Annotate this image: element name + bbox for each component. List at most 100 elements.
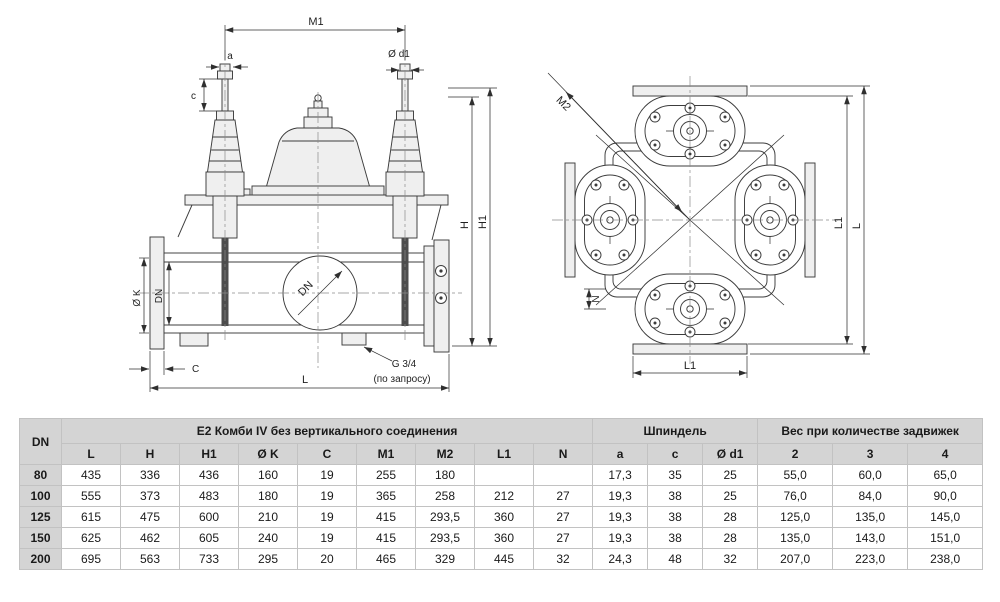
- table-cell: 27: [532, 485, 594, 507]
- table-cell: 48: [647, 548, 704, 570]
- table-cell: 32: [702, 548, 759, 570]
- table-cell: 17,3: [592, 464, 649, 486]
- col-header: C: [297, 443, 357, 465]
- dim-label-c-bottom: C: [192, 364, 199, 375]
- table-cell: 415: [356, 506, 416, 528]
- table-cell: 60,0: [832, 464, 909, 486]
- table-cell: 35: [647, 464, 704, 486]
- table-cell: 25: [702, 464, 759, 486]
- table-cell: 210: [238, 506, 298, 528]
- table-cell: 135,0: [832, 506, 909, 528]
- dim-label-ok: Ø K: [132, 289, 143, 307]
- table-cell: 19: [297, 527, 357, 549]
- table-cell: 28: [702, 527, 759, 549]
- dim-label-h: H: [459, 221, 471, 229]
- table-cell: 19,3: [592, 485, 649, 507]
- col-header: M2: [415, 443, 475, 465]
- table-cell: 19: [297, 464, 357, 486]
- table-cell: 143,0: [832, 527, 909, 549]
- table-cell: 38: [647, 485, 704, 507]
- table-cell: 55,0: [757, 464, 834, 486]
- row-dn: 80: [19, 464, 62, 486]
- col-header: 2: [757, 443, 834, 465]
- col-header: L: [61, 443, 121, 465]
- col-header-dn: DN: [19, 418, 62, 465]
- dim-label-d1: Ø d1: [388, 49, 410, 60]
- col-header: 3: [832, 443, 909, 465]
- table-cell: 27: [532, 506, 594, 528]
- dim-label-a: a: [227, 51, 233, 62]
- group-header-main: Е2 Комби IV без вертикального соединения: [60, 418, 594, 444]
- top-view: [547, 72, 838, 364]
- front-dimensions: M1 a Ø d1 c H H1: [129, 16, 497, 392]
- dim-label-l1-right: L1: [833, 217, 845, 229]
- table-cell: 125,0: [757, 506, 834, 528]
- table-cell: 465: [356, 548, 416, 570]
- col-header: M1: [356, 443, 416, 465]
- table-cell: 32: [532, 548, 594, 570]
- dim-label-g34: G 3/4: [392, 359, 417, 370]
- table-cell: 180: [415, 464, 475, 486]
- table-cell: 615: [61, 506, 121, 528]
- table-cell: 625: [61, 527, 121, 549]
- table-cell: 240: [238, 527, 298, 549]
- table-cell: 415: [356, 527, 416, 549]
- table-cell: 445: [474, 548, 534, 570]
- table-cell: 20: [297, 548, 357, 570]
- col-header: c: [647, 443, 704, 465]
- table-cell: 373: [120, 485, 180, 507]
- table-cell: 212: [474, 485, 534, 507]
- table-cell: 563: [120, 548, 180, 570]
- table-cell: 151,0: [907, 527, 984, 549]
- dimension-table: DN Е2 Комби IV без вертикального соедине…: [19, 418, 984, 570]
- dim-label-dn-left: DN: [154, 289, 165, 303]
- dim-label-m1: M1: [308, 16, 323, 28]
- row-dn: 150: [19, 527, 62, 549]
- table-cell: 207,0: [757, 548, 834, 570]
- dim-label-l1-bottom: L1: [684, 360, 696, 372]
- table-cell: 25: [702, 485, 759, 507]
- table-cell: 360: [474, 506, 534, 528]
- table-cell: 258: [415, 485, 475, 507]
- col-header: N: [532, 443, 594, 465]
- col-header: a: [592, 443, 649, 465]
- table-cell: 76,0: [757, 485, 834, 507]
- front-view: DN: [138, 50, 462, 368]
- table-cell: 255: [356, 464, 416, 486]
- dim-label-c: c: [191, 91, 196, 102]
- table-cell: 483: [179, 485, 239, 507]
- note-on-request: (по запросу): [373, 374, 430, 385]
- technical-drawing: DN M1 a Ø d1: [129, 16, 870, 392]
- table-cell: [474, 464, 534, 486]
- table-cell: 435: [61, 464, 121, 486]
- table-cell: 180: [238, 485, 298, 507]
- table-cell: 600: [179, 506, 239, 528]
- dim-label-l: L: [302, 374, 308, 386]
- table-cell: 293,5: [415, 527, 475, 549]
- group-header-spindle: Шпиндель: [592, 418, 759, 444]
- group-header-row: DN Е2 Комби IV без вертикального соедине…: [19, 418, 984, 465]
- table-cell: 295: [238, 548, 298, 570]
- table-cell: 65,0: [907, 464, 984, 486]
- table-cell: 293,5: [415, 506, 475, 528]
- table-cell: 365: [356, 485, 416, 507]
- table-cell: 695: [61, 548, 121, 570]
- table-cell: 360: [474, 527, 534, 549]
- col-header: Ø d1: [702, 443, 759, 465]
- dim-label-m2: M2: [553, 94, 572, 113]
- table-cell: 223,0: [832, 548, 909, 570]
- col-header: H1: [179, 443, 239, 465]
- dim-label-l-right: L: [851, 223, 863, 229]
- col-header: H: [120, 443, 180, 465]
- table-cell: 160: [238, 464, 298, 486]
- table-cell: 135,0: [757, 527, 834, 549]
- table-cell: 238,0: [907, 548, 984, 570]
- row-dn: 125: [19, 506, 62, 528]
